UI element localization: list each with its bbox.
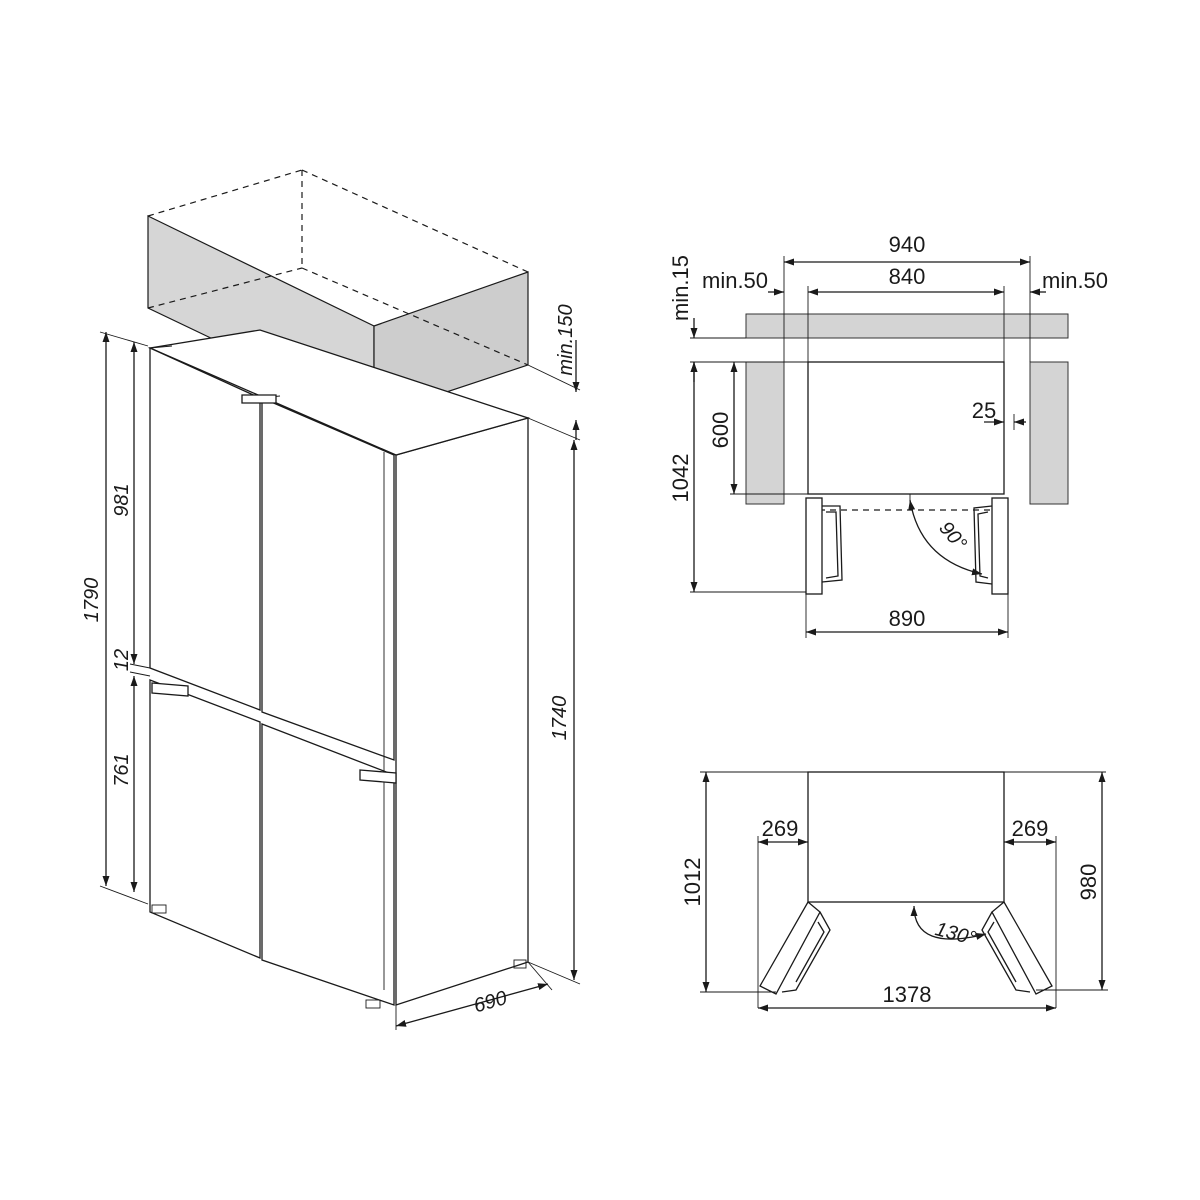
dim-height-lower: 761 [111, 753, 133, 786]
dim-width-open: 1378 [883, 982, 932, 1007]
dim-height-upper: 981 [111, 483, 133, 516]
open-doors [759, 901, 1053, 995]
dim-side-right: min.50 [1042, 268, 1108, 293]
dim-top-clear: min.15 [668, 255, 693, 321]
top-view: 90° 940 840 min.50 min.50 min.15 1042 60… [668, 232, 1108, 638]
open-body [807, 771, 1005, 903]
dim-height-side: 1740 [549, 696, 571, 741]
open-angle: 130° [933, 918, 979, 950]
dim-side-left: min.50 [702, 268, 768, 293]
dim-depth-total: 1042 [668, 454, 693, 503]
dim-top-clearance: min.150 [555, 304, 577, 375]
dim-gap: 12 [111, 649, 133, 671]
side-wall-right [1029, 361, 1069, 505]
dim-depth-open: 1012 [680, 858, 705, 907]
dim-depth-body: 600 [708, 412, 733, 449]
dim-height-total: 1790 [81, 578, 103, 623]
rear-wall [745, 313, 1069, 339]
top-body [807, 361, 1005, 495]
dim-door-right: 269 [1012, 816, 1049, 841]
dim-width-inner: 840 [889, 264, 926, 289]
dim-door-left: 269 [762, 816, 799, 841]
top-doors [805, 497, 1009, 595]
fridge-side [395, 417, 529, 1006]
iso-view: 1790 981 12 761 1740 min.150 690 [81, 169, 581, 1030]
dim-door-gap: 25 [972, 398, 996, 423]
fridge-doors [149, 345, 527, 1009]
dim-width-outer: 940 [889, 232, 926, 257]
dim-depth: 690 [471, 987, 509, 1017]
open-view: 130° 269 269 1012 980 1378 [680, 771, 1108, 1012]
top-angle: 90° [934, 517, 970, 554]
dim-depth-body-open: 980 [1076, 864, 1101, 901]
dim-width-doors: 890 [889, 606, 926, 631]
side-wall-left [745, 361, 785, 505]
